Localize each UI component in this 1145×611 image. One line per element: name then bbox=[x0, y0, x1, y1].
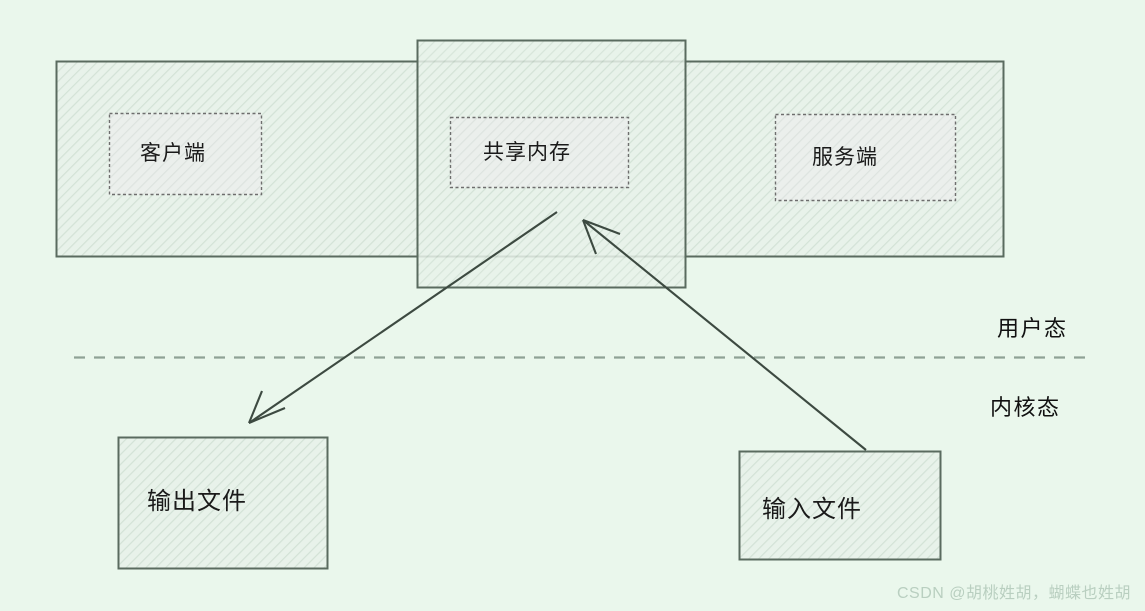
node-server-box[interactable] bbox=[774, 113, 957, 202]
node-shared-memory-label: 共享内存 bbox=[483, 141, 571, 164]
user-mode-label: 用户态 bbox=[997, 316, 1068, 341]
edge-shm-to-output[interactable] bbox=[248, 211, 558, 424]
edge-input-to-shm[interactable] bbox=[582, 219, 867, 451]
node-client-box[interactable] bbox=[108, 112, 263, 196]
node-client-label: 客户端 bbox=[140, 142, 206, 165]
node-output-file-label: 输出文件 bbox=[147, 488, 247, 515]
node-server-label: 服务端 bbox=[812, 146, 878, 169]
csdn-watermark: CSDN @胡桃姓胡，蝴蝶也姓胡 bbox=[896, 585, 1131, 602]
node-input-file-box[interactable] bbox=[738, 450, 942, 561]
kernel-mode-label: 内核态 bbox=[990, 395, 1061, 420]
node-output-file-box[interactable] bbox=[117, 436, 329, 570]
node-input-file-label: 输入文件 bbox=[762, 496, 862, 523]
node-shared-memory-box[interactable] bbox=[449, 116, 630, 189]
